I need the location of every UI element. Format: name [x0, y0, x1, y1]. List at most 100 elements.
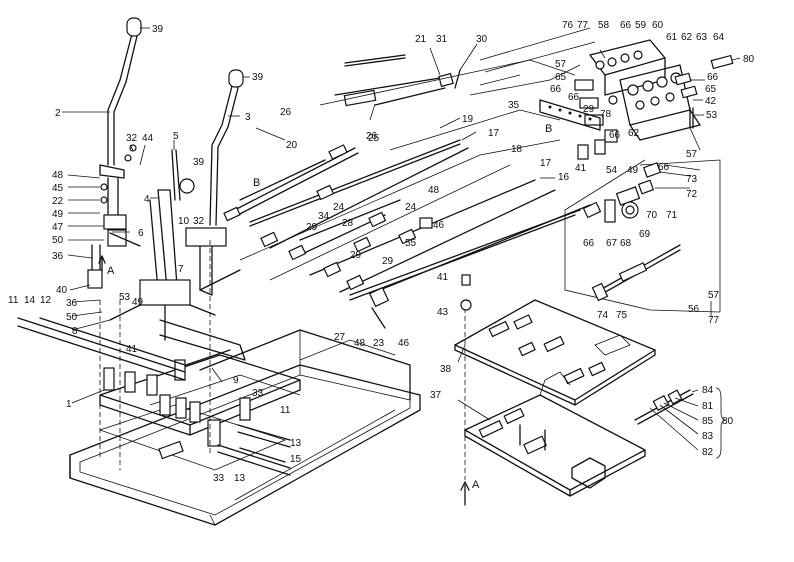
- center-lever-column: [109, 149, 246, 361]
- callout-29: 29: [306, 222, 318, 233]
- callout-24: 24: [405, 202, 417, 213]
- callout-18: 18: [511, 144, 523, 155]
- callout-37: 37: [430, 390, 442, 401]
- fitting-assembly-80: [634, 389, 694, 425]
- callout-11: 11: [280, 405, 291, 416]
- callout-32: 32: [126, 133, 138, 144]
- callout-5: 5: [173, 131, 179, 142]
- callout-75: 75: [616, 310, 628, 321]
- callout-49: 49: [132, 297, 144, 308]
- lever-blocks: [103, 349, 251, 447]
- callout-29: 29: [583, 104, 595, 115]
- callout-76: 76: [562, 20, 574, 31]
- callout-74: 74: [597, 310, 609, 321]
- callout-46: 46: [398, 338, 410, 349]
- callout-69: 69: [639, 229, 651, 240]
- leader-lines: [62, 27, 741, 451]
- callout-60: 60: [652, 20, 664, 31]
- callout-43: 43: [437, 307, 449, 318]
- callout-45: 45: [52, 183, 64, 194]
- callout-80: 80: [722, 416, 734, 427]
- callout-22: 22: [52, 196, 64, 207]
- callout-66: 66: [609, 130, 621, 141]
- callout-35: 35: [508, 100, 520, 111]
- callout-65: 65: [555, 72, 567, 83]
- callout-59: 59: [635, 20, 647, 31]
- manifold-plate: [539, 99, 606, 160]
- callout-41: 41: [126, 344, 138, 355]
- callout-67: 67: [606, 238, 618, 249]
- control-cables: [224, 54, 591, 301]
- reference-lines: [99, 27, 721, 480]
- callout-b: B: [545, 123, 552, 135]
- callout-64: 64: [713, 32, 725, 43]
- callout-39: 39: [152, 24, 164, 35]
- callout-32: 32: [193, 216, 205, 227]
- callout-3: 3: [245, 112, 251, 123]
- callout-66: 66: [658, 162, 670, 173]
- callout-48: 48: [52, 170, 64, 181]
- callout-25: 25: [368, 133, 380, 144]
- callout-39: 39: [252, 72, 264, 83]
- callout-48: 48: [354, 338, 366, 349]
- callout-66: 66: [550, 84, 562, 95]
- valve-block-assembly: [574, 39, 734, 143]
- callout-39: 39: [193, 157, 205, 168]
- callout-24: 24: [333, 202, 345, 213]
- callout-2: 2: [55, 108, 61, 119]
- callout-57: 57: [686, 149, 698, 160]
- callout-70: 70: [646, 210, 658, 221]
- callout-17: 17: [488, 128, 500, 139]
- callout-30: 30: [476, 34, 488, 45]
- callout-77: 77: [708, 315, 720, 326]
- callout-13: 13: [234, 473, 246, 484]
- callout-8: 8: [72, 326, 78, 337]
- callout-77: 77: [577, 20, 589, 31]
- callout-54: 54: [606, 165, 618, 176]
- callout-31: 31: [436, 34, 448, 45]
- callout-62: 62: [681, 32, 693, 43]
- callout-a: A: [472, 479, 480, 491]
- callout-14: 14: [24, 295, 36, 306]
- callout-26: 26: [280, 107, 292, 118]
- callout-80: 80: [743, 54, 755, 65]
- horizontal-rods: [17, 317, 291, 476]
- callout-40: 40: [56, 285, 68, 296]
- callout-49: 49: [627, 165, 639, 176]
- callout-68: 68: [620, 238, 632, 249]
- callout-38: 38: [440, 364, 452, 375]
- callout-66: 66: [707, 72, 719, 83]
- callout-b: B: [253, 177, 260, 189]
- callout-1: 1: [66, 399, 72, 410]
- cover-plate-38: [454, 299, 656, 406]
- callout-66: 66: [620, 20, 632, 31]
- callout-58: 58: [598, 20, 610, 31]
- callout-85: 85: [702, 416, 714, 427]
- callout-29: 29: [350, 250, 362, 261]
- callout-19: 19: [462, 114, 474, 125]
- callout-33: 33: [252, 388, 264, 399]
- callout-84: 84: [702, 385, 714, 396]
- callout-57: 57: [555, 59, 567, 70]
- callout-47: 47: [52, 222, 64, 233]
- callout-78: 78: [600, 109, 612, 120]
- callout-41: 41: [575, 163, 587, 174]
- callout-66: 66: [583, 238, 595, 249]
- callout-73: 73: [686, 174, 698, 185]
- callout-23: 23: [373, 338, 385, 349]
- callout-46: 46: [433, 220, 445, 231]
- callout-44: 44: [142, 133, 154, 144]
- callout-9: 9: [233, 375, 239, 386]
- callout-42: 42: [705, 96, 717, 107]
- callout-36: 36: [52, 251, 64, 262]
- control-lever-2: [87, 17, 142, 289]
- callout-21: 21: [415, 34, 427, 45]
- group-bracket-80: [715, 387, 727, 459]
- callout-26: 26: [366, 131, 378, 142]
- callout-63: 63: [696, 32, 708, 43]
- callout-50: 50: [66, 312, 78, 323]
- base-frame: [69, 329, 421, 526]
- callout-66: 66: [568, 92, 580, 103]
